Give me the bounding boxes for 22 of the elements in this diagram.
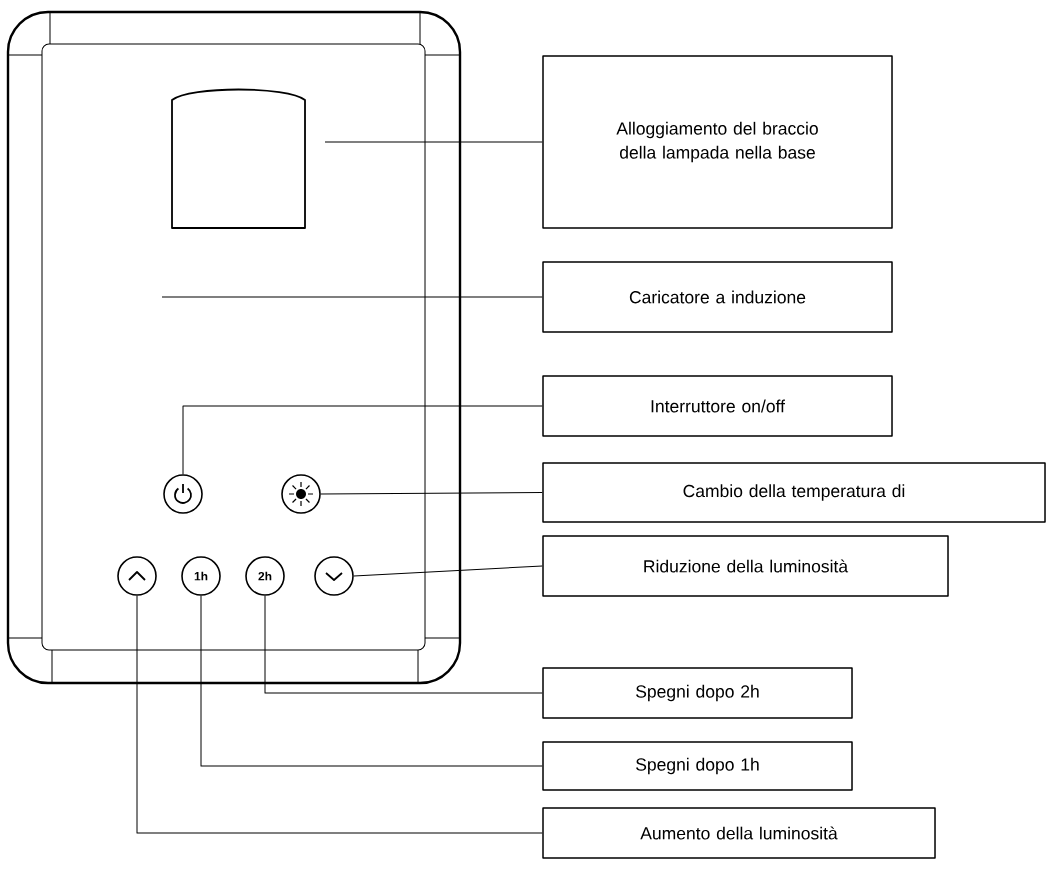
label-box: Caricatore a induzione (542, 261, 893, 333)
round-button (163, 474, 203, 514)
leader-line (320, 492, 543, 495)
leader-line (200, 595, 543, 767)
timer-button: 2h (245, 556, 285, 596)
label-box: Interruttore on/off (542, 375, 893, 437)
round-button (281, 474, 321, 514)
round-button (314, 556, 354, 596)
leader-line (136, 595, 543, 834)
label-box: Aumento della luminosità (542, 807, 936, 859)
leader-line (161, 296, 543, 298)
round-button (117, 556, 157, 596)
leader-line (324, 141, 543, 143)
label-box: Cambio della temperatura di (542, 462, 1046, 523)
label-box: Alloggiamento del braccio della lampada nella base (542, 55, 893, 229)
timer-button: 1h (181, 556, 221, 596)
leader-line (264, 595, 543, 694)
label-box: Spegni dopo 1h (542, 741, 853, 791)
label-box: Riduzione della luminosità (542, 535, 949, 597)
label-box: Spegni dopo 2h (542, 667, 853, 719)
leader-line (182, 405, 543, 475)
leader-line (353, 565, 543, 577)
